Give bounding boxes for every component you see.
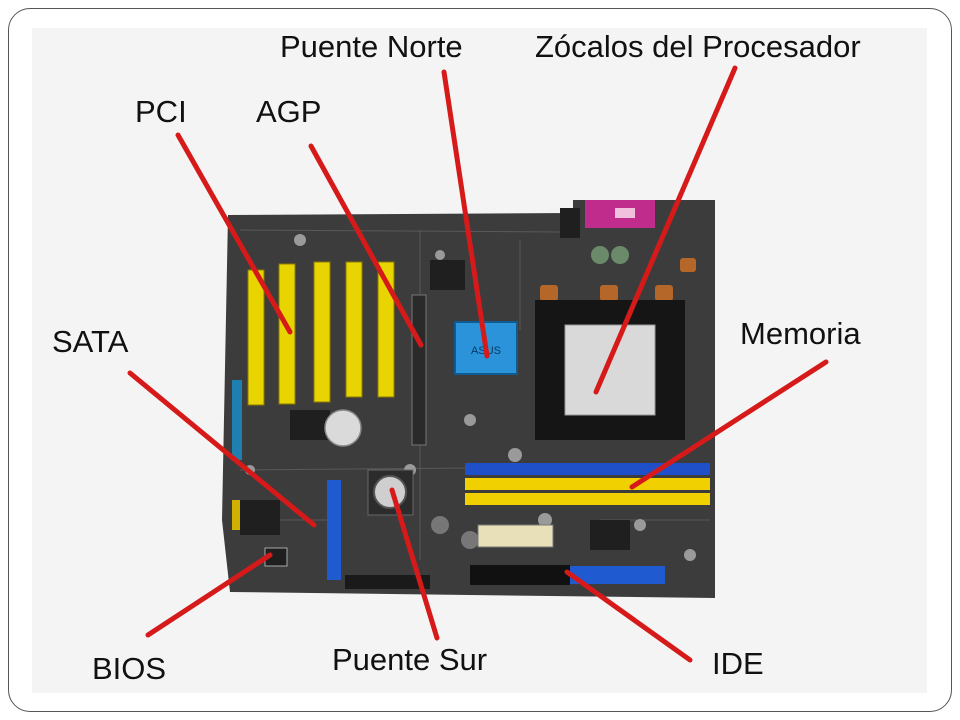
label-ide: IDE (712, 646, 764, 681)
cmos-battery (324, 409, 362, 447)
label-pci: PCI (135, 94, 187, 129)
small-components (245, 234, 696, 561)
pointer-puente-norte (441, 69, 490, 359)
label-bios: BIOS (92, 651, 167, 686)
pointer-memoria (629, 359, 829, 490)
pointer-ide (564, 569, 693, 663)
sata-connector-left (232, 380, 242, 460)
sata-connector (327, 480, 341, 580)
yellow-jumper (232, 500, 240, 530)
pci-slots (247, 261, 395, 406)
label-sata: SATA (52, 324, 129, 359)
pointer-agp (308, 143, 424, 348)
io-port-inner (615, 208, 635, 218)
floppy-connector (345, 575, 430, 589)
chips (240, 208, 630, 550)
pointer-pci (175, 132, 293, 335)
label-zocalos-procesador: Zócalos del Procesador (535, 29, 861, 64)
label-puente-norte: Puente Norte (280, 29, 463, 64)
label-agp: AGP (256, 94, 322, 129)
ram-slots (465, 463, 710, 505)
agp-slot (411, 294, 427, 446)
label-puente-sur: Puente Sur (332, 642, 488, 677)
label-memoria: Memoria (740, 316, 861, 351)
atx-power-connector (477, 524, 554, 548)
pointer-sata (127, 370, 317, 528)
ide-connector-black (470, 565, 570, 585)
pointer-puente-sur (389, 487, 440, 641)
slide-frame (8, 8, 952, 712)
pointer-bios (145, 552, 273, 638)
pointer-zocalos (593, 65, 738, 395)
cpu-socket (564, 324, 656, 416)
pointer-lines (127, 65, 829, 663)
inductor-coils (540, 258, 696, 301)
ide-connector-blue (570, 566, 665, 584)
